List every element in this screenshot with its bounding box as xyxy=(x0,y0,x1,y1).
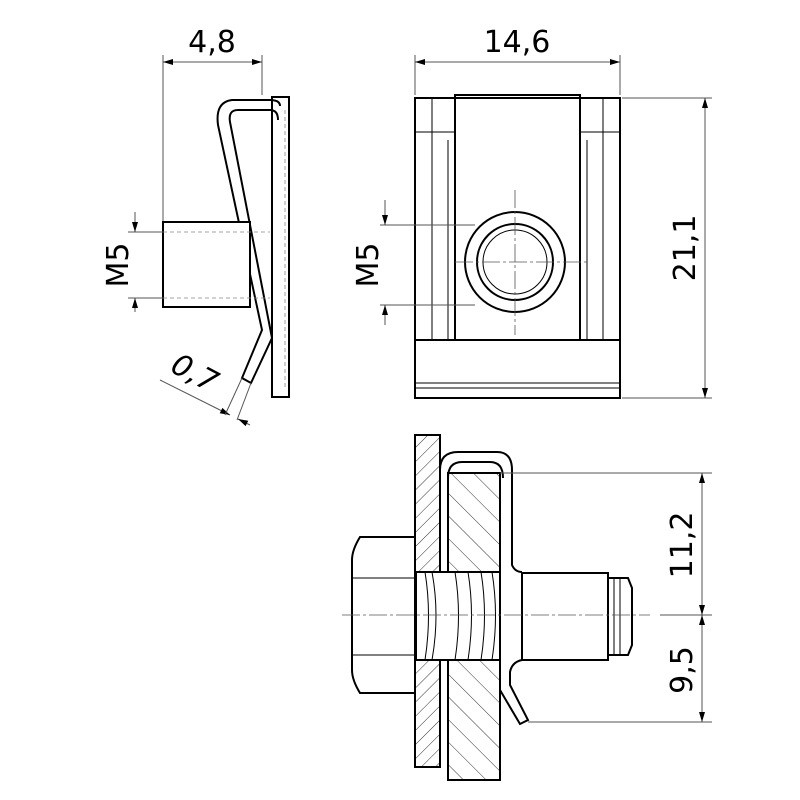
dim-front-width: 14,6 xyxy=(484,25,551,60)
dim-side-width: 4,8 xyxy=(188,25,236,60)
dim-side-thread: M5 xyxy=(101,243,136,288)
clip-body xyxy=(414,97,621,399)
dim-front-thread: M5 xyxy=(351,243,386,288)
stud xyxy=(521,572,609,661)
tongue xyxy=(454,94,581,341)
side-view: 4,8 M5 0,7 xyxy=(101,25,290,427)
nut-boss xyxy=(162,221,251,308)
dim-assembly-lower: 9,5 xyxy=(665,646,700,694)
assembly-view: 11,2 9,5 xyxy=(342,434,712,781)
spring-arm xyxy=(216,99,281,385)
dim-assembly-upper: 11,2 xyxy=(665,512,700,579)
front-view: 14,6 M5 21,1 xyxy=(351,25,712,399)
dim-front-height: 21,1 xyxy=(668,215,703,282)
dim-sheet-thickness: 0,7 xyxy=(165,347,224,400)
back-plate xyxy=(271,96,290,398)
clip-loop xyxy=(439,451,530,750)
